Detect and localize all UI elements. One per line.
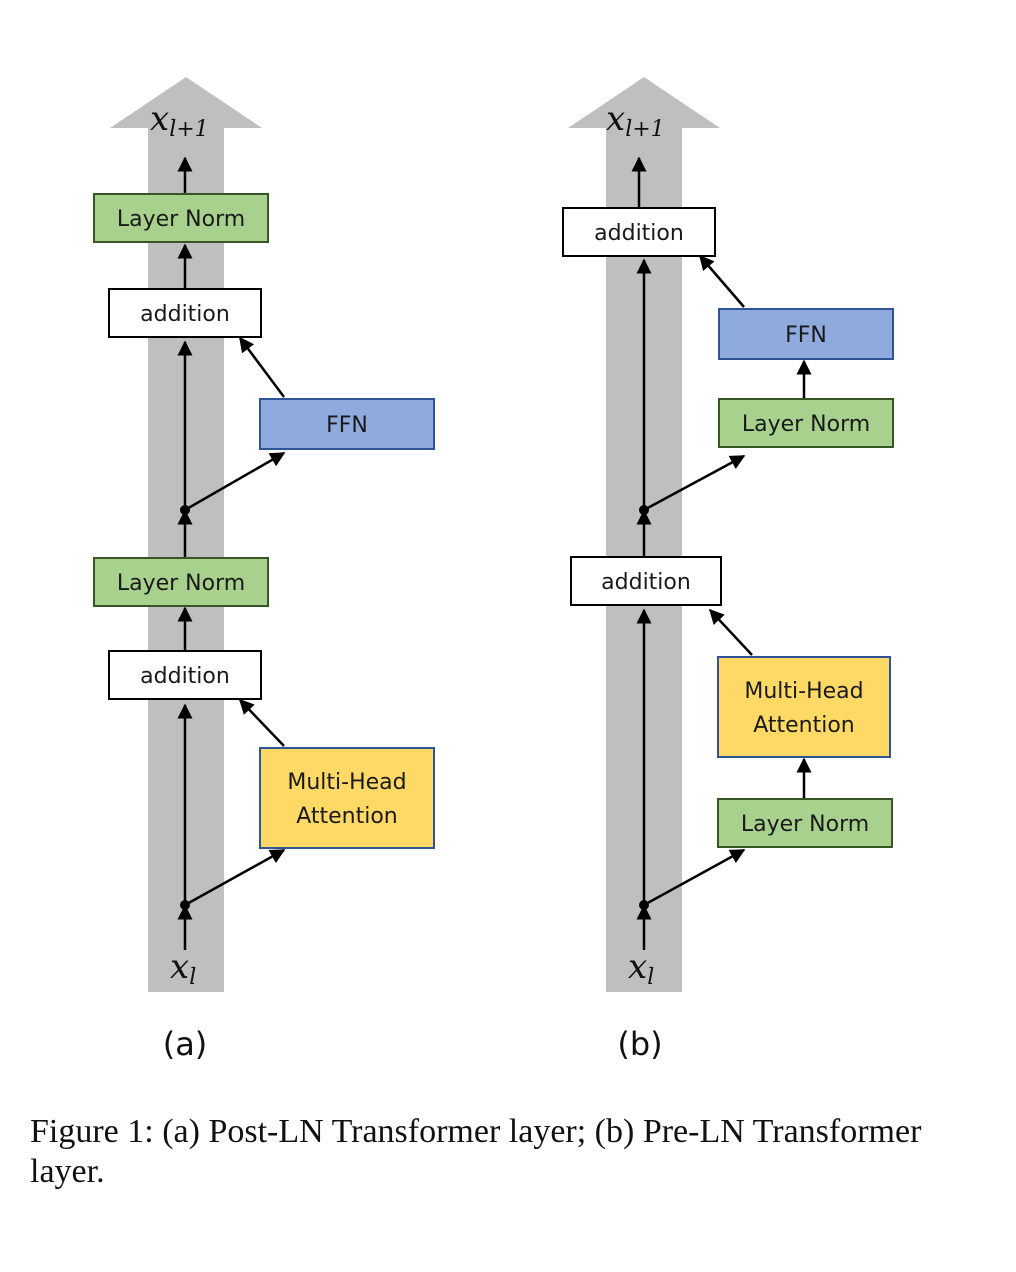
mha-label-line1-a: Multi-Head: [287, 770, 406, 795]
branch-dot-top-a: [180, 505, 190, 515]
figure-caption: Figure 1: (a) Post-LN Transformer layer;…: [30, 1113, 922, 1190]
panel-a: xl+1 Layer Norm addition FFN Layer Norm …: [93, 77, 435, 1063]
addition-bottom-label-b: addition: [601, 570, 691, 595]
addition-box-top-a: [108, 288, 262, 338]
arrow-to-ln-mha-b: [643, 848, 746, 907]
addition-box-bottom-a: [108, 650, 262, 700]
input-label-a: xl: [170, 947, 196, 990]
arrow-to-ffn-a: [184, 451, 286, 512]
branch-dot-bottom-a: [180, 900, 190, 910]
output-label-a: xl+1: [150, 99, 209, 142]
addition-top-label-b: addition: [594, 221, 684, 246]
layer-norm-box-bottom-a: [93, 557, 269, 607]
layer-norm-mha-label-b: Layer Norm: [741, 812, 869, 837]
ffn-box-b: [718, 308, 894, 360]
layer-norm-box-top-a: [93, 193, 269, 243]
addition-top-label-a: addition: [140, 302, 230, 327]
ffn-label-a: FFN: [326, 413, 368, 438]
panel-label-b: (b): [617, 1025, 662, 1063]
layer-norm-box-mha-b: [717, 798, 893, 848]
mha-label-line2-a: Attention: [296, 804, 398, 829]
input-label-b: xl: [628, 947, 654, 990]
panel-label-a: (a): [163, 1025, 208, 1063]
arrows-b: [631, 156, 812, 950]
arrow-to-mha-a: [184, 848, 286, 907]
arrows-a: [177, 156, 286, 950]
addition-box-bottom-b: [570, 556, 722, 606]
addition-bottom-label-a: addition: [140, 664, 230, 689]
arrow-mha-to-add-a: [238, 698, 285, 747]
transformer-layer-diagram: xl+1 Layer Norm addition FFN Layer Norm …: [93, 77, 894, 1063]
addition-box-top-b: [562, 207, 716, 257]
arrow-to-ln-ffn-b: [643, 454, 746, 512]
arrow-ffn-to-add-a: [238, 336, 286, 398]
layer-norm-ffn-label-b: Layer Norm: [742, 412, 870, 437]
output-label-b: xl+1: [606, 99, 665, 142]
panel-b: xl+1 addition FFN Layer Norm addition Mu…: [562, 77, 894, 1063]
arrow-ffn-to-add-b: [699, 254, 745, 308]
branch-dot-top-b: [639, 505, 649, 515]
layer-norm-box-ffn-b: [718, 398, 894, 448]
ffn-label-b: FFN: [785, 323, 827, 348]
branch-dot-bottom-b: [639, 900, 649, 910]
layer-norm-top-label-a: Layer Norm: [117, 207, 245, 232]
arrow-mha-to-add-b: [708, 608, 753, 656]
mha-box-b: [717, 656, 891, 758]
mha-box-a: [259, 747, 435, 849]
layer-norm-bottom-label-a: Layer Norm: [117, 571, 245, 596]
mha-label-line1-b: Multi-Head: [744, 679, 863, 704]
mha-label-line2-b: Attention: [753, 713, 855, 738]
ffn-box-a: [259, 398, 435, 450]
